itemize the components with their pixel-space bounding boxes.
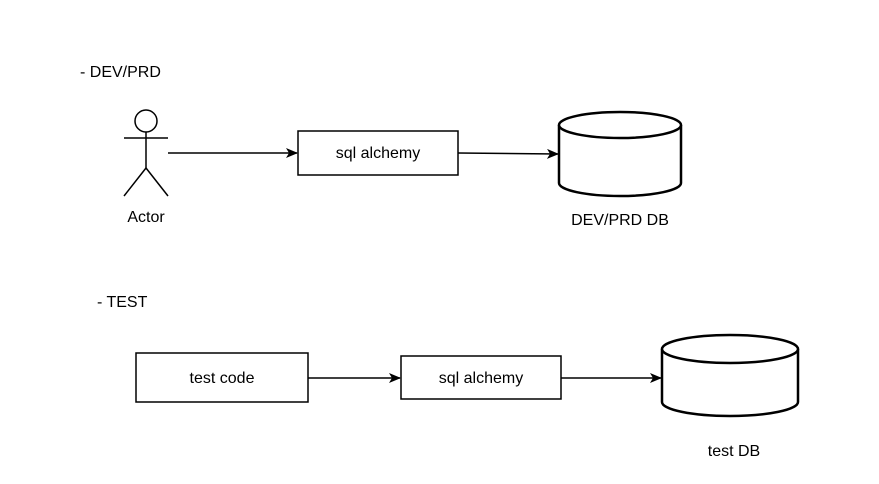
database-icon-test [660,333,800,418]
test-code-box: test code [135,352,309,403]
orm-box-test: sql alchemy [400,355,562,400]
test-code-box-label: test code [190,370,255,387]
orm-box-dev-prd-label: sql alchemy [336,145,420,162]
test-section: - TEST test code sql alchemy test DB [97,294,800,460]
actor-icon [123,109,169,197]
actor-label: Actor [127,209,165,226]
database-icon-dev-prd [557,110,683,198]
database-label-dev-prd: DEV/PRD DB [571,212,669,229]
dev-prd-section: - DEV/PRD Actor sql alchemy DEV/PRD DB [80,64,683,229]
dev-prd-section-label: - DEV/PRD [80,64,161,81]
orm-to-db-arrow-dev-prd [457,148,559,159]
orm-box-dev-prd: sql alchemy [297,130,459,176]
orm-box-test-label: sql alchemy [439,370,523,387]
test-section-label: - TEST [97,294,148,311]
database-label-test: test DB [708,443,760,460]
